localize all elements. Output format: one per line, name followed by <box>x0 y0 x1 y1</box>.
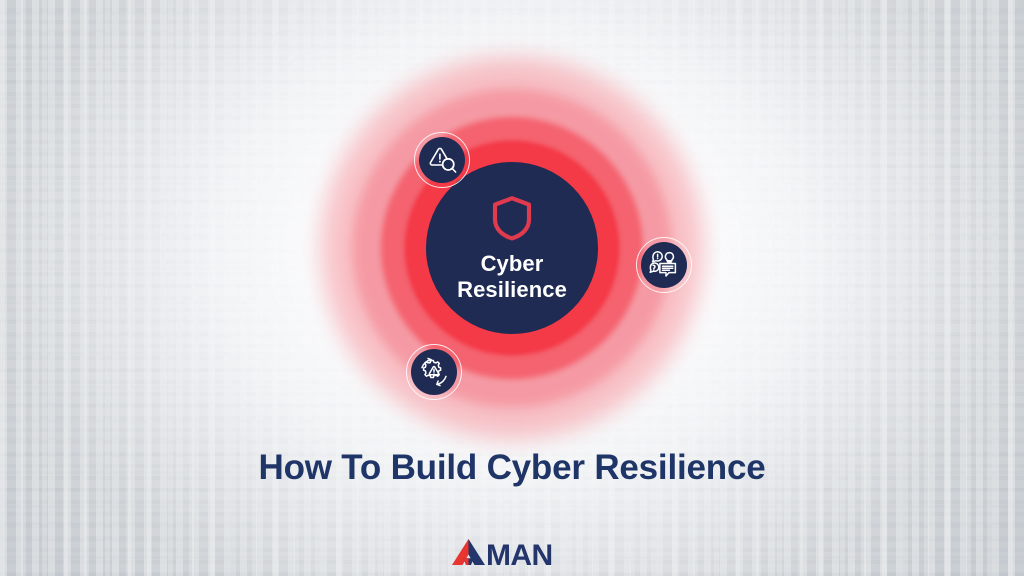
svg-text:MAN: MAN <box>486 539 553 568</box>
badge-disc <box>641 242 687 288</box>
center-core-circle: Cyber Resilience <box>426 162 598 334</box>
aman-logo-icon: MAN <box>452 539 553 568</box>
page-title: How To Build Cyber Resilience <box>258 448 766 487</box>
core-label-line1: Cyber <box>480 250 544 276</box>
aman-logo: MAN <box>0 536 1024 568</box>
awareness-communication-badge[interactable] <box>636 237 692 293</box>
badge-disc <box>419 137 465 183</box>
warning-triangle-magnifier-icon <box>429 147 457 173</box>
gear-warning-refresh-icon <box>421 357 447 387</box>
badge-disc <box>411 349 457 395</box>
speech-bubbles-lightbulb-icon <box>649 251 677 277</box>
incident-response-badge[interactable] <box>406 344 462 400</box>
threat-detection-badge[interactable] <box>414 132 470 188</box>
core-label-line2: Resilience <box>457 276 567 302</box>
shield-icon <box>492 195 532 241</box>
